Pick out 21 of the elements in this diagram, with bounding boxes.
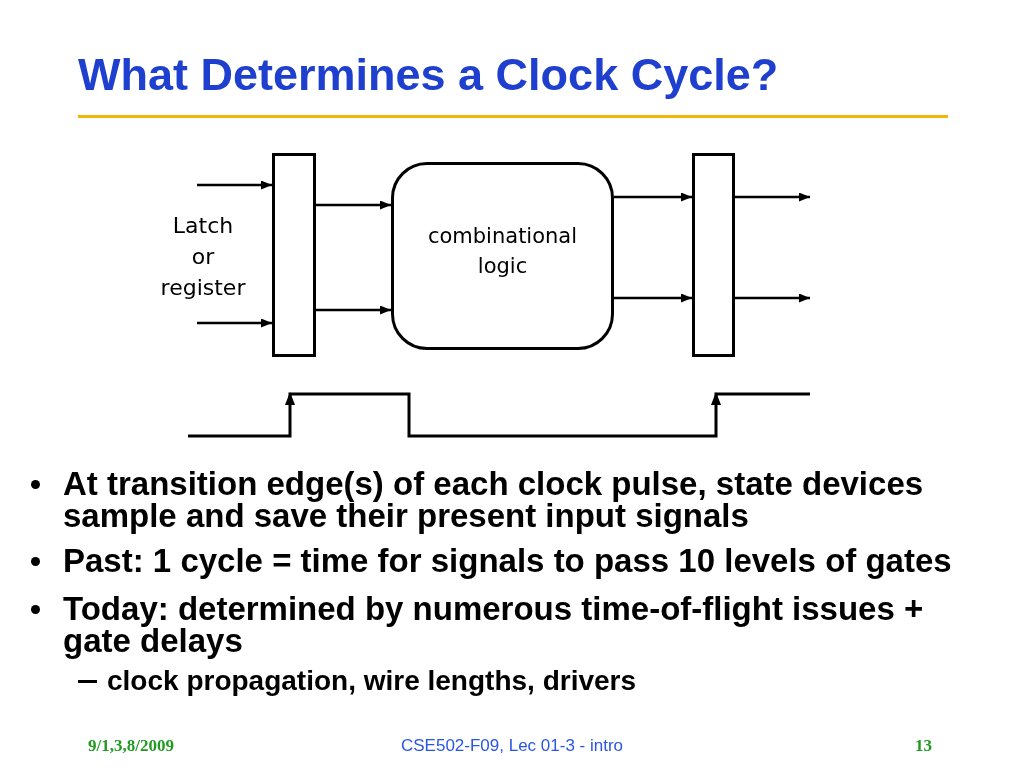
arrow bbox=[614, 293, 692, 303]
arrow bbox=[735, 293, 810, 303]
arrow bbox=[614, 192, 692, 202]
footer-text: CSE502-F09, Lec 01-3 - intro bbox=[400, 736, 624, 756]
register-caption: Latch or register bbox=[160, 212, 246, 302]
arrow bbox=[316, 305, 391, 315]
logic-block bbox=[391, 162, 614, 350]
bullet-text: At transition edge(s) of each clock pulse, state devices sample and save their present input signals bbox=[63, 468, 925, 532]
page-number: 13 bbox=[915, 736, 932, 756]
arrow bbox=[316, 200, 391, 210]
arrow bbox=[197, 318, 272, 328]
date-text: 9/1,3,8/2009 bbox=[88, 736, 174, 756]
register-box bbox=[692, 153, 735, 357]
sub-bullet-text: clock propagation, wire lengths, drivers bbox=[107, 665, 638, 697]
arrow bbox=[735, 192, 810, 202]
bullet-text: Today: determined by numerous time-of-flight issues + gate delays bbox=[63, 593, 925, 657]
slide-title: What Determines a Clock Cycle? bbox=[78, 50, 779, 100]
bullet-text: Past: 1 cycle = time for signals to pass 10 levels of gates bbox=[63, 545, 953, 577]
register-box bbox=[272, 153, 316, 357]
arrow bbox=[197, 180, 272, 190]
node-label: combinational logic bbox=[427, 223, 578, 280]
